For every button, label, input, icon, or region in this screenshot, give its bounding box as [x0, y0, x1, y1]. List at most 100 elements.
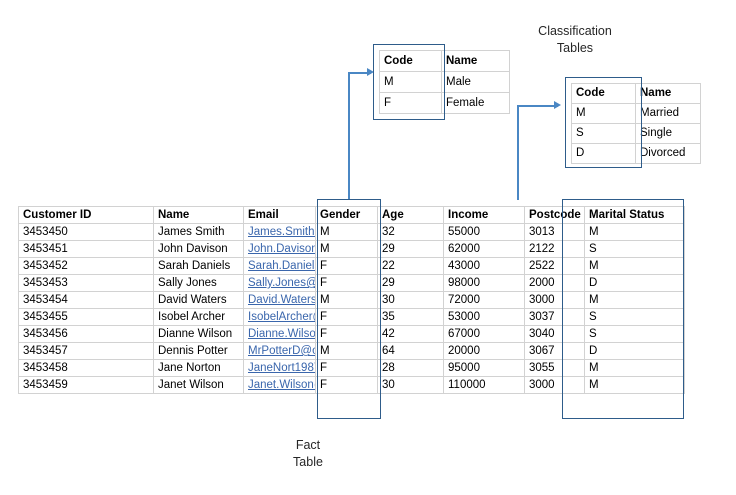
table-row: 3453456 Dianne Wilson Dianne.Wilson F 42…: [18, 325, 685, 343]
cell-income: 43000: [443, 257, 525, 275]
cell-income: 98000: [443, 274, 525, 292]
table-row: F Female: [379, 92, 510, 114]
cell-gender: M: [315, 342, 378, 360]
cell-customer-id: 3453458: [18, 359, 154, 377]
table-row: 3453452 Sarah Daniels Sarah.Daniels@ F 2…: [18, 257, 685, 275]
column-header-gender: Gender: [315, 206, 378, 224]
cell-name: Jane Norton: [153, 359, 244, 377]
cell-email[interactable]: James.Smith@: [243, 223, 316, 241]
fact-table-label: Fact Table: [293, 438, 323, 469]
table-row: 3453459 Janet Wilson Janet.Wilson@ F 30 …: [18, 376, 685, 394]
classification-tables-label: Classification Tables: [538, 24, 612, 55]
table-row: S Single: [571, 123, 701, 144]
cell-marital-status: M: [584, 223, 685, 241]
cell-postcode: 3067: [524, 342, 585, 360]
cell-code: F: [379, 92, 442, 114]
cell-code: M: [379, 71, 442, 93]
marital-status-classification-table: Code Name M Married S Single D Divorced: [571, 83, 701, 164]
table-row: 3453453 Sally Jones Sally.Jones@g F 29 9…: [18, 274, 685, 292]
cell-email[interactable]: Sally.Jones@g: [243, 274, 316, 292]
cell-customer-id: 3453451: [18, 240, 154, 258]
cell-marital-status: M: [584, 359, 685, 377]
cell-income: 62000: [443, 240, 525, 258]
cell-name: Male: [441, 71, 510, 93]
table-row: 3453454 David Waters David.Waters@ M 30 …: [18, 291, 685, 309]
cell-email[interactable]: John.Davison@: [243, 240, 316, 258]
table-row: 3453450 James Smith James.Smith@ M 32 55…: [18, 223, 685, 241]
table-row: M Married: [571, 103, 701, 124]
cell-age: 30: [377, 376, 444, 394]
column-header-age: Age: [377, 206, 444, 224]
cell-gender: F: [315, 376, 378, 394]
table-row: 3453457 Dennis Potter MrPotterD@o M 64 2…: [18, 342, 685, 360]
marital-connector-vertical: [517, 105, 519, 200]
cell-gender: F: [315, 274, 378, 292]
cell-customer-id: 3453453: [18, 274, 154, 292]
gender-classification-table: Code Name M Male F Female: [379, 50, 510, 114]
cell-income: 72000: [443, 291, 525, 309]
cell-postcode: 2522: [524, 257, 585, 275]
cell-income: 67000: [443, 325, 525, 343]
column-header-income: Income: [443, 206, 525, 224]
cell-email[interactable]: IsobelArcher@: [243, 308, 316, 326]
column-header-postcode: Postcode: [524, 206, 585, 224]
table-row: 3453451 John Davison John.Davison@ M 29 …: [18, 240, 685, 258]
cell-code: D: [571, 143, 636, 164]
cell-age: 64: [377, 342, 444, 360]
cell-code: M: [571, 103, 636, 124]
column-header-name: Name: [635, 83, 701, 104]
cell-age: 28: [377, 359, 444, 377]
cell-marital-status: D: [584, 274, 685, 292]
cell-income: 95000: [443, 359, 525, 377]
cell-email[interactable]: Janet.Wilson@: [243, 376, 316, 394]
cell-income: 53000: [443, 308, 525, 326]
cell-age: 42: [377, 325, 444, 343]
cell-age: 30: [377, 291, 444, 309]
cell-postcode: 3000: [524, 291, 585, 309]
cell-name: Sally Jones: [153, 274, 244, 292]
cell-postcode: 3040: [524, 325, 585, 343]
column-header-code: Code: [571, 83, 636, 104]
cell-postcode: 2122: [524, 240, 585, 258]
cell-age: 29: [377, 274, 444, 292]
cell-name: Dennis Potter: [153, 342, 244, 360]
cell-postcode: 3037: [524, 308, 585, 326]
cell-age: 29: [377, 240, 444, 258]
marital-connector-arrow-icon: [554, 101, 561, 109]
cell-name: Divorced: [635, 143, 701, 164]
column-header-name: Name: [441, 50, 510, 72]
cell-email[interactable]: Dianne.Wilson: [243, 325, 316, 343]
cell-marital-status: S: [584, 325, 685, 343]
column-header-marital-status: Marital Status: [584, 206, 685, 224]
cell-customer-id: 3453456: [18, 325, 154, 343]
cell-customer-id: 3453455: [18, 308, 154, 326]
cell-marital-status: D: [584, 342, 685, 360]
cell-customer-id: 3453457: [18, 342, 154, 360]
cell-income: 55000: [443, 223, 525, 241]
cell-name: David Waters: [153, 291, 244, 309]
cell-marital-status: M: [584, 291, 685, 309]
cell-marital-status: S: [584, 308, 685, 326]
cell-postcode: 2000: [524, 274, 585, 292]
cell-gender: M: [315, 240, 378, 258]
cell-gender: F: [315, 359, 378, 377]
cell-age: 35: [377, 308, 444, 326]
cell-gender: M: [315, 223, 378, 241]
cell-marital-status: M: [584, 376, 685, 394]
cell-customer-id: 3453459: [18, 376, 154, 394]
table-row: D Divorced: [571, 143, 701, 164]
table-header-row: Customer ID Name Email Gender Age Income…: [18, 206, 685, 224]
cell-email[interactable]: Sarah.Daniels@: [243, 257, 316, 275]
cell-customer-id: 3453452: [18, 257, 154, 275]
cell-name: Married: [635, 103, 701, 124]
gender-connector-arrow-icon: [367, 68, 374, 76]
cell-email[interactable]: MrPotterD@o: [243, 342, 316, 360]
cell-name: Janet Wilson: [153, 376, 244, 394]
gender-connector-horizontal: [348, 72, 371, 74]
cell-email[interactable]: David.Waters@: [243, 291, 316, 309]
cell-name: John Davison: [153, 240, 244, 258]
marital-connector-horizontal: [517, 105, 558, 107]
cell-email[interactable]: JaneNort1987@: [243, 359, 316, 377]
cell-postcode: 3013: [524, 223, 585, 241]
